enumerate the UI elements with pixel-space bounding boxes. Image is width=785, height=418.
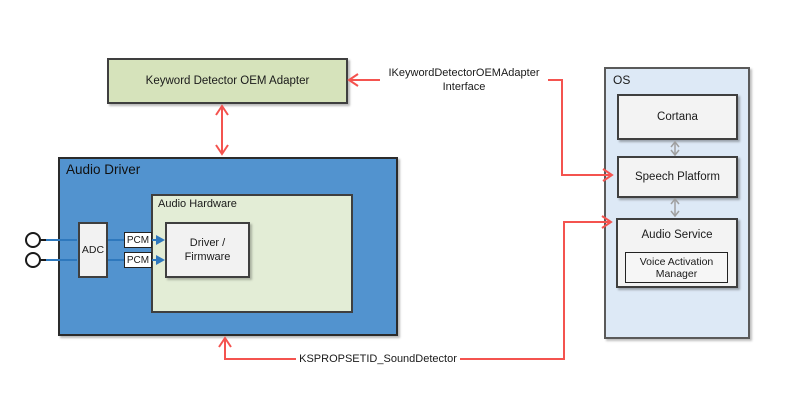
keyword-detector-oem-adapter-label: Keyword Detector OEM Adapter bbox=[145, 75, 310, 87]
audio-hardware-label: Audio Hardware bbox=[158, 198, 237, 210]
os-label: OS bbox=[613, 73, 631, 87]
adc-box: ADC bbox=[78, 222, 108, 278]
arrowhead-up bbox=[218, 336, 232, 348]
driver-firmware-box: Driver / Firmware bbox=[165, 222, 250, 278]
microphone-icon bbox=[25, 232, 46, 248]
ksprop-sounddetector-label: KSPROPSETID_SoundDetector bbox=[296, 352, 460, 366]
voice-activation-manager-label: Voice Activation Manager bbox=[639, 255, 714, 280]
arrowhead-down bbox=[215, 144, 229, 156]
speech-platform-box: Speech Platform bbox=[617, 156, 738, 198]
pcm-label-top: PCM bbox=[124, 232, 152, 248]
pcm-text: PCM bbox=[126, 254, 150, 266]
adc-label: ADC bbox=[81, 244, 105, 256]
cortana-label: Cortana bbox=[657, 111, 698, 123]
keyword-detector-oem-adapter-box: Keyword Detector OEM Adapter bbox=[107, 58, 348, 104]
microphone-icon bbox=[25, 252, 46, 268]
cortana-box: Cortana bbox=[617, 94, 738, 140]
adapter-driver-double-arrow bbox=[215, 104, 229, 156]
ikeyword-interface-label: IKeywordDetectorOEMAdapter Interface bbox=[380, 66, 548, 94]
arrowhead-up bbox=[215, 104, 229, 116]
voice-activation-manager-box: Voice Activation Manager bbox=[625, 252, 728, 283]
pcm-text: PCM bbox=[126, 234, 150, 246]
pcm-label-bottom: PCM bbox=[124, 252, 152, 268]
audio-service-label: Audio Service bbox=[641, 229, 713, 241]
audio-driver-label: Audio Driver bbox=[66, 162, 141, 177]
speech-platform-label: Speech Platform bbox=[634, 171, 720, 183]
driver-firmware-label: Driver / Firmware bbox=[184, 237, 231, 263]
arrowhead-left bbox=[347, 73, 359, 87]
